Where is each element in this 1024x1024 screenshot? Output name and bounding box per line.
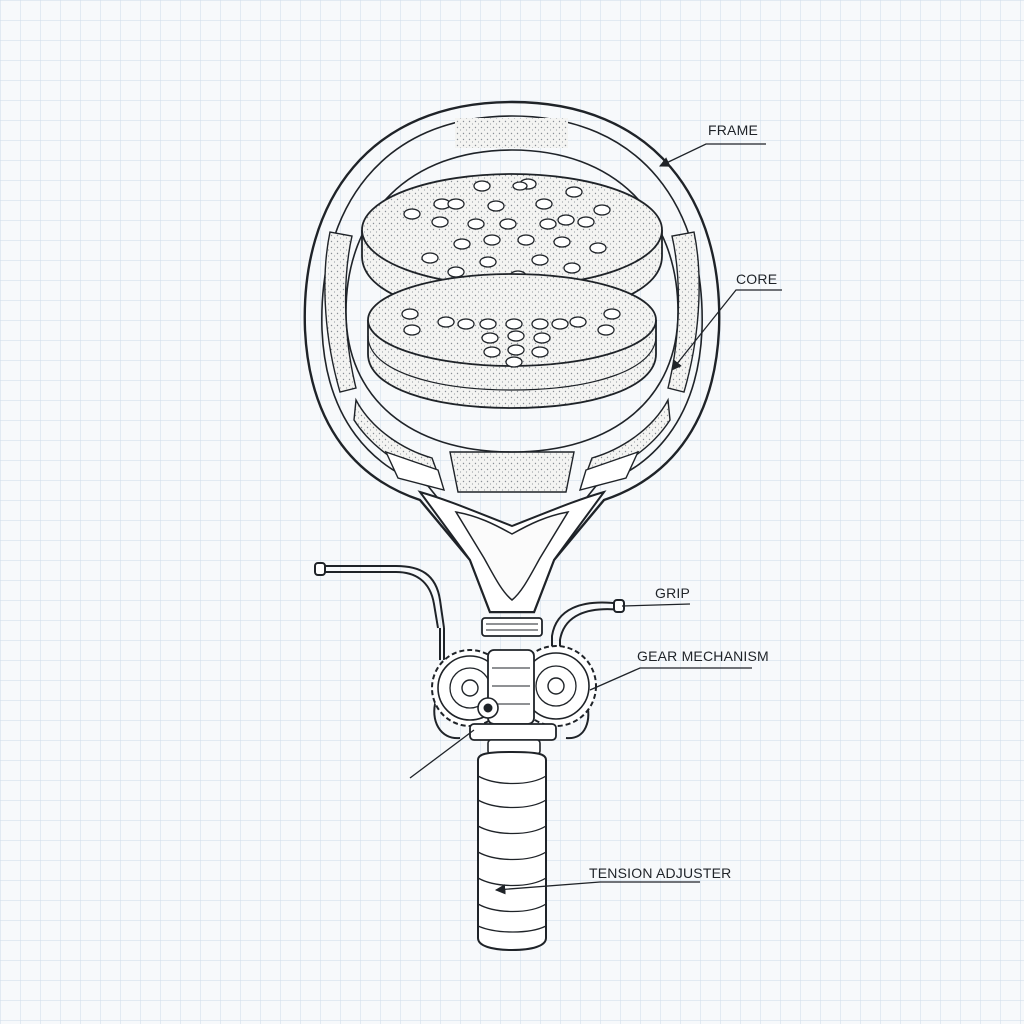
label-frame: FRAME — [708, 122, 758, 138]
label-core: CORE — [736, 271, 778, 287]
racket-throat — [417, 490, 607, 613]
leader-gear — [589, 667, 752, 691]
leader-frame — [659, 143, 766, 167]
leader-gear-left — [409, 729, 475, 779]
label-tension-adjuster: TENSION ADJUSTER — [589, 865, 732, 881]
core-disc-bottom — [367, 273, 657, 409]
label-gear-mechanism: GEAR MECHANISM — [637, 648, 769, 664]
handle — [477, 750, 547, 952]
gear-mechanism — [431, 617, 597, 755]
leader-tension — [494, 881, 700, 895]
leader-lines — [409, 143, 782, 895]
frame-inserts — [324, 118, 700, 493]
leader-core — [671, 289, 782, 371]
leader-grip — [621, 603, 691, 607]
label-grip: GRIP — [655, 585, 691, 601]
